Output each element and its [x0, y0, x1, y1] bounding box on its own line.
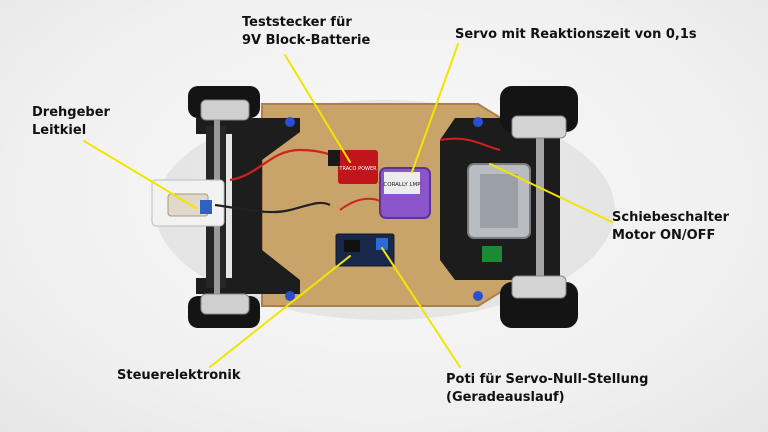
rear-left-rim	[511, 115, 567, 139]
label-poti-line2: (Geradeauslauf)	[446, 390, 565, 405]
front-right-rim	[200, 293, 250, 315]
label-drehgeber: Drehgeber Leitkiel	[32, 104, 110, 140]
callout-poti	[381, 247, 461, 368]
black-wire	[214, 201, 331, 214]
label-drehgeber-line1: Drehgeber	[32, 105, 110, 120]
motor-wire	[439, 137, 501, 151]
front-left-rim	[200, 99, 250, 121]
slide-switch	[482, 246, 502, 262]
callout-steuerelektronik	[209, 255, 351, 368]
servo-brand-text: CORALLY LMP	[383, 182, 421, 188]
label-poti-line1: Poti für Servo-Null-Stellung	[446, 372, 649, 387]
rear-right-rim	[511, 275, 567, 299]
callout-schiebeschalter	[489, 163, 613, 223]
front-chassis-frame	[196, 118, 300, 294]
label-teststecker: Teststecker für 9V Block-Batterie	[242, 14, 370, 50]
power-module-text: TRACO POWER	[338, 166, 377, 172]
callout-teststecker	[284, 54, 351, 163]
label-steuerelektronik-line1: Steuerelektronik	[117, 368, 241, 383]
screw-4	[473, 291, 483, 301]
label-poti: Poti für Servo-Null-Stellung (Geradeausl…	[446, 371, 648, 407]
label-drehgeber-line2: Leitkiel	[32, 123, 87, 138]
motor-can	[480, 174, 518, 228]
servo-label-plate	[384, 172, 420, 194]
rear-axle	[536, 108, 544, 320]
label-schiebeschalter-line1: Schiebeschalter	[612, 210, 730, 225]
callout-drehgeber	[83, 140, 197, 209]
microcontroller-chip	[344, 240, 360, 252]
label-schiebeschalter-line2: Motor ON/OFF	[612, 228, 716, 243]
label-teststecker-line2: 9V Block-Batterie	[242, 33, 371, 48]
test-connector	[328, 150, 340, 166]
encoder-sensor	[200, 200, 212, 214]
label-teststecker-line1: Teststecker für	[242, 15, 352, 30]
label-servo: Servo mit Reaktionszeit von 0,1s	[455, 26, 697, 44]
screw-2	[473, 117, 483, 127]
callout-servo	[411, 43, 459, 173]
screw-1	[285, 117, 295, 127]
servo-trim-pot	[376, 238, 388, 250]
label-steuerelektronik: Steuerelektronik	[117, 367, 241, 385]
label-schiebeschalter: Schiebeschalter Motor ON/OFF	[612, 209, 729, 245]
screw-3	[285, 291, 295, 301]
label-servo-line1: Servo mit Reaktionszeit von 0,1s	[455, 27, 697, 42]
